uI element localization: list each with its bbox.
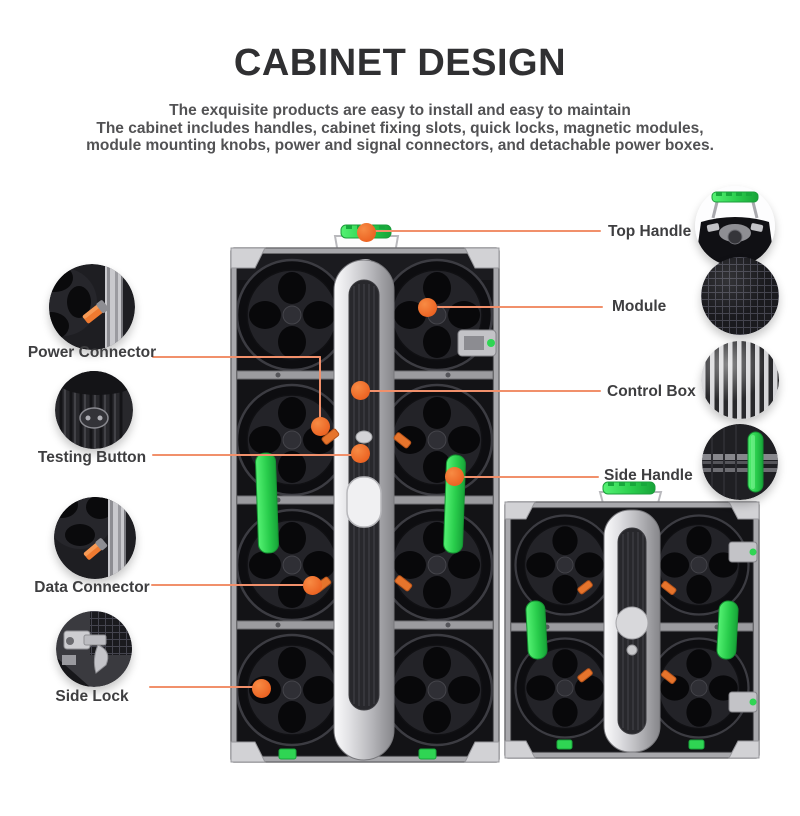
- bottom-clip: [556, 739, 573, 750]
- callout-line-data-connector: [151, 584, 305, 586]
- large-cabinet-quick-lock[interactable]: [457, 329, 497, 357]
- callout-dot-power-connector: [311, 417, 330, 436]
- module-photo-icon: [701, 257, 779, 335]
- label-top-handle: Top Handle: [608, 223, 692, 240]
- small-cabinet-rear-view: [504, 481, 760, 759]
- side-handle-photo-icon: [702, 424, 778, 500]
- callout-line-power-connector: [152, 356, 321, 358]
- label-side-handle: Side Handle: [604, 467, 693, 484]
- bottom-clip: [688, 739, 705, 750]
- callout-line-control-box: [369, 390, 601, 392]
- label-module: Module: [612, 298, 667, 315]
- bottom-clip: [278, 748, 297, 760]
- corner-brackets: [504, 501, 760, 759]
- subtitle-line-3: module mounting knobs, power and signal …: [86, 137, 714, 154]
- callout-line-power-connector-v: [319, 356, 321, 418]
- subtitle-line-1: The exquisite products are easy to insta…: [169, 102, 631, 119]
- data-connector-photo-icon: [54, 497, 136, 579]
- label-control-box: Control Box: [607, 383, 696, 400]
- power-connector-photo-icon: [49, 264, 135, 350]
- bottom-clip: [418, 748, 437, 760]
- callout-line-module: [437, 306, 603, 308]
- callout-dot-control-box: [351, 381, 370, 400]
- control-box-knob[interactable]: [615, 606, 649, 640]
- large-cabinet-left-handle[interactable]: [255, 452, 279, 554]
- subtitle-line-2: The cabinet includes handles, cabinet fi…: [96, 119, 704, 137]
- page-subtitle: The exquisite products are easy to insta…: [0, 102, 800, 155]
- label-side-lock: Side Lock: [55, 688, 129, 705]
- callout-line-side-lock: [149, 686, 255, 688]
- testing-button-photo-icon: [55, 371, 133, 449]
- small-cabinet-quick-locks[interactable]: [728, 541, 758, 713]
- callout-dot-side-handle: [445, 467, 464, 486]
- small-cabinet-connectors: [577, 580, 677, 684]
- small-cabinet-right-handle[interactable]: [716, 600, 739, 660]
- label-data-connector: Data Connector: [34, 579, 150, 596]
- callout-dot-testing-button: [351, 444, 370, 463]
- large-cabinet-control-box[interactable]: [333, 259, 395, 761]
- control-box-emblem: [355, 430, 373, 444]
- callout-line-top-handle: [374, 230, 601, 232]
- callout-dot-side-lock: [252, 679, 271, 698]
- side-lock-photo-icon: [56, 611, 132, 687]
- top-handle-photo-icon: [695, 186, 775, 266]
- callout-line-testing-button: [152, 454, 353, 456]
- small-cabinet-control-box[interactable]: [603, 509, 661, 753]
- small-cabinet-left-handle[interactable]: [525, 600, 548, 660]
- callout-line-side-handle: [464, 476, 599, 478]
- corner-brackets: [230, 247, 500, 763]
- label-testing-button: Testing Button: [37, 449, 147, 466]
- page-title: CABINET DESIGN: [233, 42, 567, 84]
- callout-dot-data-connector: [303, 576, 322, 595]
- label-power-connector: Power Connector: [27, 344, 157, 361]
- callout-dot-top-handle: [357, 223, 376, 242]
- control-box-latch-pill[interactable]: [346, 476, 382, 528]
- control-box-photo-icon: [701, 341, 779, 419]
- callout-dot-module: [418, 298, 437, 317]
- large-cabinet-rear-view: [230, 224, 500, 763]
